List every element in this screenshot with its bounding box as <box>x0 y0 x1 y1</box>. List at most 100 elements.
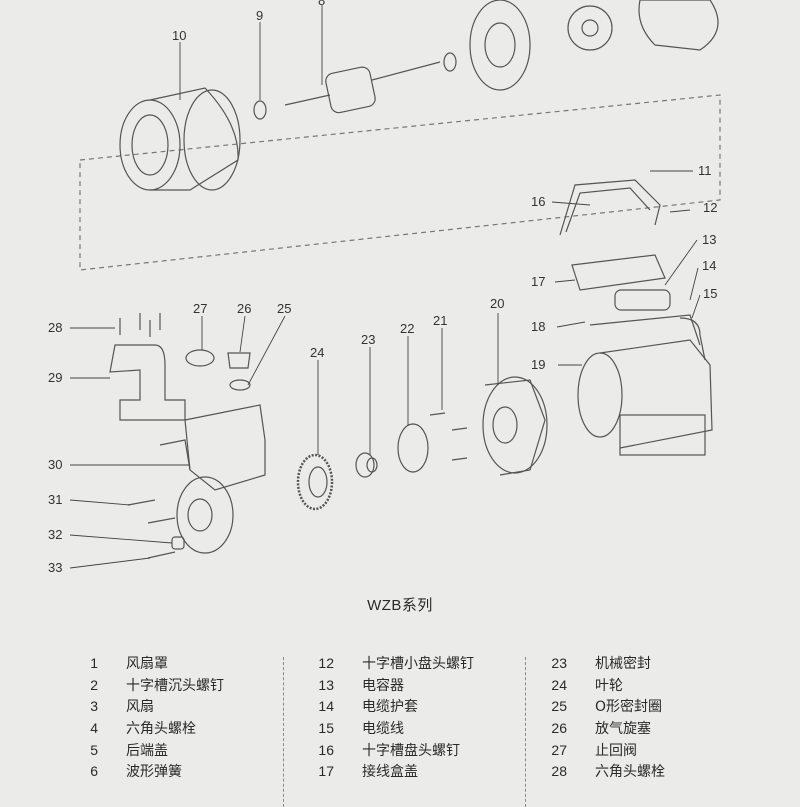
check-valve-part <box>185 349 215 367</box>
legend-row: 5 后端盖 <box>70 739 320 761</box>
legend-part-name: 十字槽小盘头螺钉 <box>362 655 474 672</box>
legend-row: 3 风扇 <box>70 695 320 717</box>
stator-part <box>119 87 241 191</box>
legend-part-name: 风扇 <box>126 699 154 716</box>
callout-14: 14 <box>702 258 716 273</box>
legend-row: 27 止回阀 <box>535 739 785 761</box>
callout-19: 19 <box>531 357 545 372</box>
legend-part-number: 2 <box>90 676 98 693</box>
callout-29: 29 <box>48 370 62 385</box>
legend-part-name: 后端盖 <box>126 742 168 759</box>
legend-row: 14 电缆护套 <box>300 695 550 717</box>
legend-part-number: 16 <box>318 741 334 758</box>
legend-part-name: 风扇罩 <box>126 655 168 672</box>
legend-part-name: 电容器 <box>362 677 404 694</box>
callout-9: 9 <box>256 8 263 23</box>
callout-11: 11 <box>698 163 712 178</box>
legend-row: 25 O形密封圈 <box>535 695 785 717</box>
callout-21: 21 <box>433 313 447 328</box>
legend-part-number: 13 <box>318 676 334 693</box>
hex-bolt-parts <box>119 313 161 337</box>
handle-part <box>559 179 661 236</box>
callout-30: 30 <box>48 457 62 472</box>
legend-part-number: 23 <box>551 654 567 671</box>
callout-28: 28 <box>48 320 62 335</box>
impeller-part <box>296 453 334 511</box>
legend-row: 2 十字槽沉头螺钉 <box>70 674 320 696</box>
legend-row: 1 风扇罩 <box>70 652 320 674</box>
callout-13: 13 <box>702 232 716 247</box>
callout-8: 8 <box>318 0 325 8</box>
legend-part-name: O形密封圈 <box>595 699 663 716</box>
inlet-pipe-part <box>109 344 186 421</box>
callout-24: 24 <box>310 345 324 360</box>
callout-18: 18 <box>531 319 545 334</box>
legend-row: 16 十字槽盘头螺钉 <box>300 739 550 761</box>
callout-32: 32 <box>48 527 62 542</box>
screw-part <box>127 499 156 506</box>
legend-divider <box>525 657 526 807</box>
legend-part-name: 叶轮 <box>595 677 623 694</box>
air-release-plug-part <box>227 352 251 369</box>
o-ring-part <box>397 423 429 473</box>
callout-26: 26 <box>237 301 251 316</box>
legend-part-name: 十字槽沉头螺钉 <box>126 677 224 694</box>
junction-box-cover-part <box>571 254 666 291</box>
exploded-pump-diagram: 10 9 8 11 12 13 14 15 16 17 18 19 20 21 … <box>48 0 721 575</box>
legend-part-number: 24 <box>551 676 567 693</box>
legend-part-name: 波形弹簧 <box>126 764 182 781</box>
legend-part-name: 放气旋塞 <box>595 720 651 737</box>
capacitor-part <box>614 289 671 311</box>
legend-part-number: 25 <box>551 698 567 715</box>
legend-part-name: 六角头螺栓 <box>595 764 665 781</box>
washer-part <box>253 100 267 120</box>
callout-23: 23 <box>361 332 375 347</box>
legend-part-name: 止回阀 <box>595 742 637 759</box>
pump-body-part <box>159 404 266 554</box>
callout-12: 12 <box>703 200 717 215</box>
legend-divider <box>283 657 284 807</box>
legend-part-number: 26 <box>551 719 567 736</box>
legend-row: 13 电容器 <box>300 674 550 696</box>
screw-part <box>147 517 176 524</box>
legend-row: 6 波形弹簧 <box>70 760 320 782</box>
legend-row: 26 放气旋塞 <box>535 717 785 739</box>
legend-part-name: 电缆线 <box>362 720 404 737</box>
rear-end-cover-part <box>469 0 531 91</box>
front-cover-part <box>482 376 548 476</box>
legend-part-number: 6 <box>90 763 98 780</box>
callout-20: 20 <box>490 296 504 311</box>
legend-part-name: 接线盒盖 <box>362 764 418 781</box>
legend-part-name: 电缆护套 <box>362 699 418 716</box>
legend-part-number: 3 <box>90 698 98 715</box>
legend-part-name: 十字槽盘头螺钉 <box>362 742 460 759</box>
screw-part <box>147 551 176 559</box>
assembly-guide-line <box>79 94 721 271</box>
legend-part-number: 15 <box>318 719 334 736</box>
legend-part-number: 5 <box>90 741 98 758</box>
legend-part-number: 12 <box>318 654 334 671</box>
mechanical-seal-part <box>355 452 378 478</box>
callout-15: 15 <box>703 286 717 301</box>
legend-part-name: 机械密封 <box>595 655 651 672</box>
callout-31: 31 <box>48 492 62 507</box>
motor-housing-part <box>577 314 713 456</box>
callout-10: 10 <box>172 28 186 43</box>
legend-row: 23 机械密封 <box>535 652 785 674</box>
callout-33: 33 <box>48 560 62 575</box>
callout-25: 25 <box>277 301 291 316</box>
legend-part-number: 14 <box>318 698 334 715</box>
callout-22: 22 <box>400 321 414 336</box>
legend-part-name: 六角头螺栓 <box>126 720 196 737</box>
callout-16: 16 <box>531 194 545 209</box>
legend-part-number: 1 <box>90 654 98 671</box>
legend-row: 24 叶轮 <box>535 674 785 696</box>
legend-part-number: 27 <box>551 741 567 758</box>
fan-part <box>567 5 613 51</box>
